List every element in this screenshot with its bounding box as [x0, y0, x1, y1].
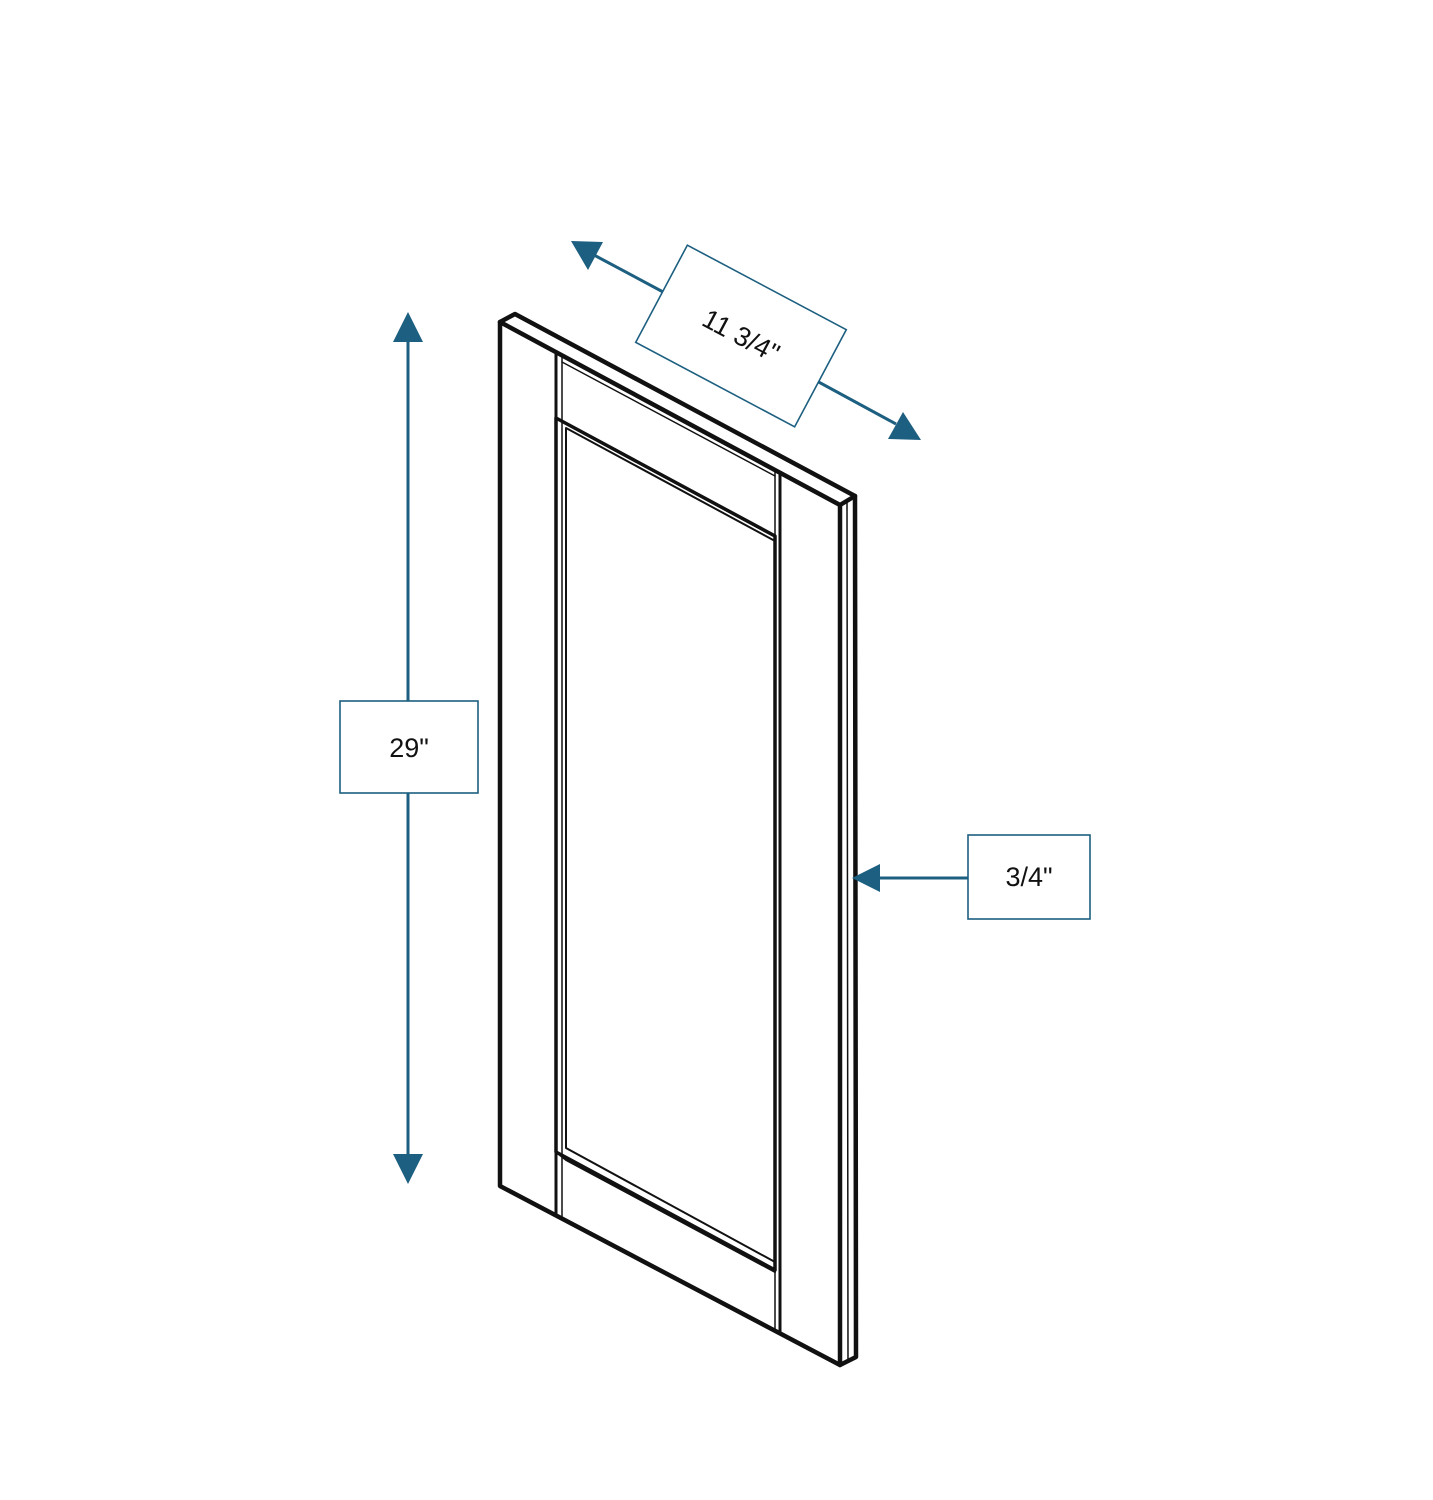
width-arrow-line-left: [593, 253, 666, 295]
height-label-box: [339, 700, 479, 794]
top-rail-groove: [555, 351, 781, 474]
door-right-edge: [837, 493, 859, 1368]
height-label: 29": [389, 733, 429, 763]
height-arrow-down-icon: [393, 1154, 423, 1184]
width-arrow-left-icon: [571, 241, 603, 270]
door-panel: [497, 311, 859, 1368]
width-dimension: 11 3/4": [571, 241, 921, 440]
width-arrow-line-right: [814, 378, 897, 426]
door-edge-detail: [846, 499, 849, 1362]
center-panel-inner: [565, 427, 776, 1263]
thickness-label: 3/4": [1005, 862, 1052, 892]
width-label-box: [634, 244, 848, 428]
width-arrow-right-icon: [888, 412, 921, 440]
bottom-rail-bevel: [555, 1151, 776, 1273]
top-rail-bevel: [561, 421, 776, 538]
height-arrow-up-icon: [393, 312, 423, 342]
height-dimension: 29": [339, 312, 479, 1184]
top-rail-groove-2: [561, 361, 776, 477]
thickness-dimension: 3/4": [852, 834, 1091, 920]
center-panel-outer: [554, 416, 777, 1272]
thickness-arrow-left-icon: [852, 864, 880, 892]
thickness-label-box: [967, 834, 1091, 920]
